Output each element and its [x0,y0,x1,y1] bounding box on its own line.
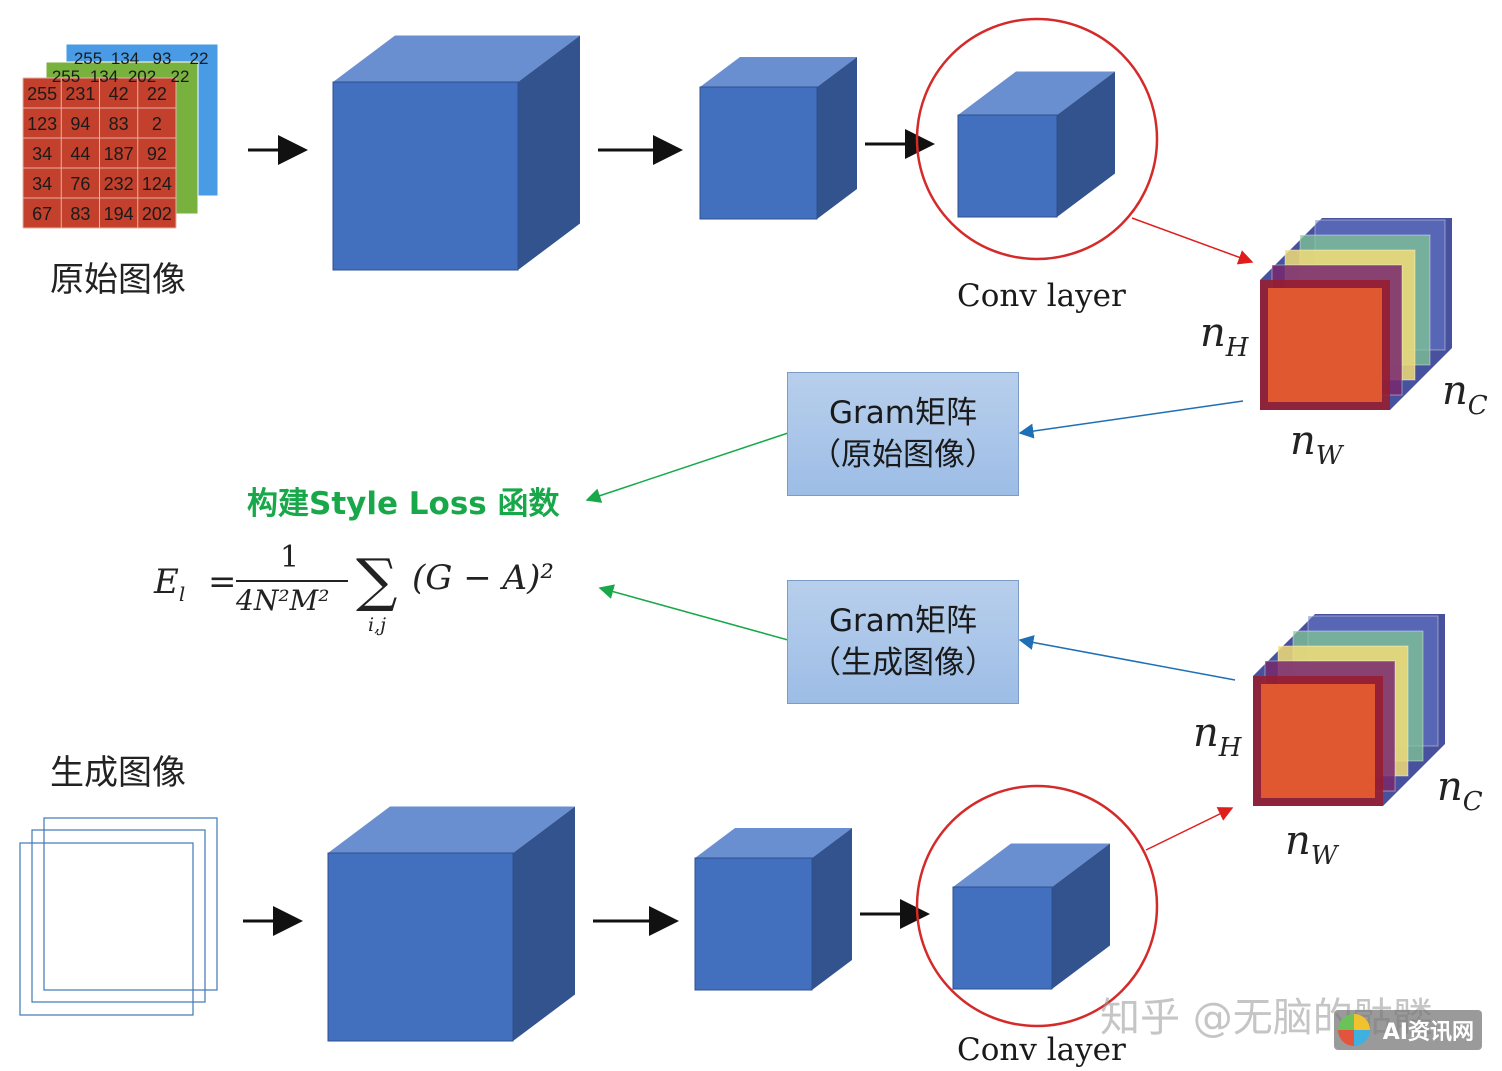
dim-width-top: nW [1290,418,1343,471]
matrix-back-green-cell: 134 [90,67,118,86]
cube-bottom-large [327,806,575,1042]
matrix-cell: 92 [147,144,167,164]
red-arrow-bottom [1145,807,1234,851]
cube-top-face [695,828,852,858]
matrix-back-green-cell: 255 [52,67,80,86]
cube-top-face [333,35,580,82]
cube-top-face [700,57,857,87]
feature-map-bottom [1253,614,1445,806]
cube-front-face [332,81,519,271]
gram-original-line2: （原始图像） [810,437,996,473]
conv-layer-label-bottom: Conv layer [957,1032,1126,1068]
generated-image-label: 生成图像 [50,753,186,793]
gram-generated-line1: Gram矩阵 [829,603,977,639]
cube-side-face [812,828,852,990]
formula-lhs: E [154,562,179,602]
matrix-cell: 76 [70,174,90,194]
matrix-back-blue-cell: 134 [111,49,139,68]
cube-top-face [953,843,1110,887]
matrix-cell: 44 [70,144,90,164]
matrix-cell: 34 [32,144,52,164]
cube-side-face [817,57,857,219]
matrix-cell: 83 [70,204,90,224]
cube-front-face [957,114,1058,218]
matrix-back-blue-cell: 93 [153,49,172,68]
matrix-back-green-cell: 22 [171,67,190,86]
generated-image-frames [19,817,218,1016]
cube-side-face [1052,843,1110,989]
cube-front-face [694,857,813,991]
cube-top-face [958,71,1115,115]
conv-circle-top [915,17,1159,261]
matrix-cell: 67 [32,204,52,224]
matrix-back-blue-cell: 255 [74,49,102,68]
badge-logo-icon [1338,1014,1370,1046]
dim-height-bottom: nH [1193,710,1242,763]
original-image-label: 原始图像 [50,260,186,300]
feature-front-layer [1268,288,1382,402]
gram-generated-line2: （生成图像） [810,645,996,681]
matrix-back-blue-cell: 22 [190,49,209,68]
matrix-cell: 187 [104,144,134,164]
green-arrow-top [585,432,789,503]
formula-denominator: 4N²M² [236,584,330,617]
blue-arrow-bottom [1018,635,1236,681]
gram-matrix-generated-box: Gram矩阵 （生成图像） [787,580,1019,704]
cube-side-face [513,806,575,1041]
matrix-cell: 255 [27,84,57,104]
cube-top-medium [699,57,857,220]
matrix-back-green-cell: 202 [128,67,156,86]
gram-matrix-original-box: Gram矩阵 （原始图像） [787,372,1019,496]
matrix-cell: 83 [109,114,129,134]
site-badge: AI资讯网 [1334,1010,1482,1050]
formula-body: (G − A)² [412,558,554,598]
matrix-cell: 231 [65,84,95,104]
gram-original-line1: Gram矩阵 [829,395,977,431]
formula-lhs-sub: l [178,581,186,606]
cube-bottom-conv [952,843,1110,990]
matrix-cell: 2 [152,114,162,134]
cube-side-face [518,35,580,270]
dim-height-top: nH [1200,310,1249,363]
badge-text: AI资讯网 [1382,1020,1474,1045]
dim-channels-bottom: nC [1437,764,1483,817]
matrix-cell: 123 [27,114,57,134]
dim-width-bottom: nW [1285,818,1338,871]
cube-top-conv [957,71,1115,218]
red-arrow-top [1131,217,1254,265]
matrix-cell: 42 [109,84,129,104]
conv-layer-label-top: Conv layer [957,278,1126,314]
matrix-cell: 94 [70,114,90,134]
matrix-cell: 124 [142,174,172,194]
matrix-cell: 202 [142,204,172,224]
matrix-cell: 22 [147,84,167,104]
cube-top-large [332,35,580,271]
conv-circle-bottom [915,784,1159,1028]
cube-front-face [699,86,818,220]
cube-side-face [1057,71,1115,217]
dim-channels-top: nC [1442,368,1488,421]
feature-front-layer [1261,684,1375,798]
green-arrow-bottom [598,584,789,641]
blue-arrow-top [1018,400,1244,439]
matrix-cell: 194 [104,204,134,224]
feature-map-top [1260,218,1452,410]
cube-bottom-medium [694,828,852,991]
cube-front-face [952,886,1053,990]
formula-sum-subscript: i,j [368,614,387,636]
formula-numerator: 1 [280,540,300,575]
cube-front-face [327,852,514,1042]
style-loss-title: 构建Style Loss 函数 [247,486,560,522]
cube-top-face [328,806,575,853]
matrix-cell: 232 [104,174,134,194]
matrix-cell: 34 [32,174,52,194]
